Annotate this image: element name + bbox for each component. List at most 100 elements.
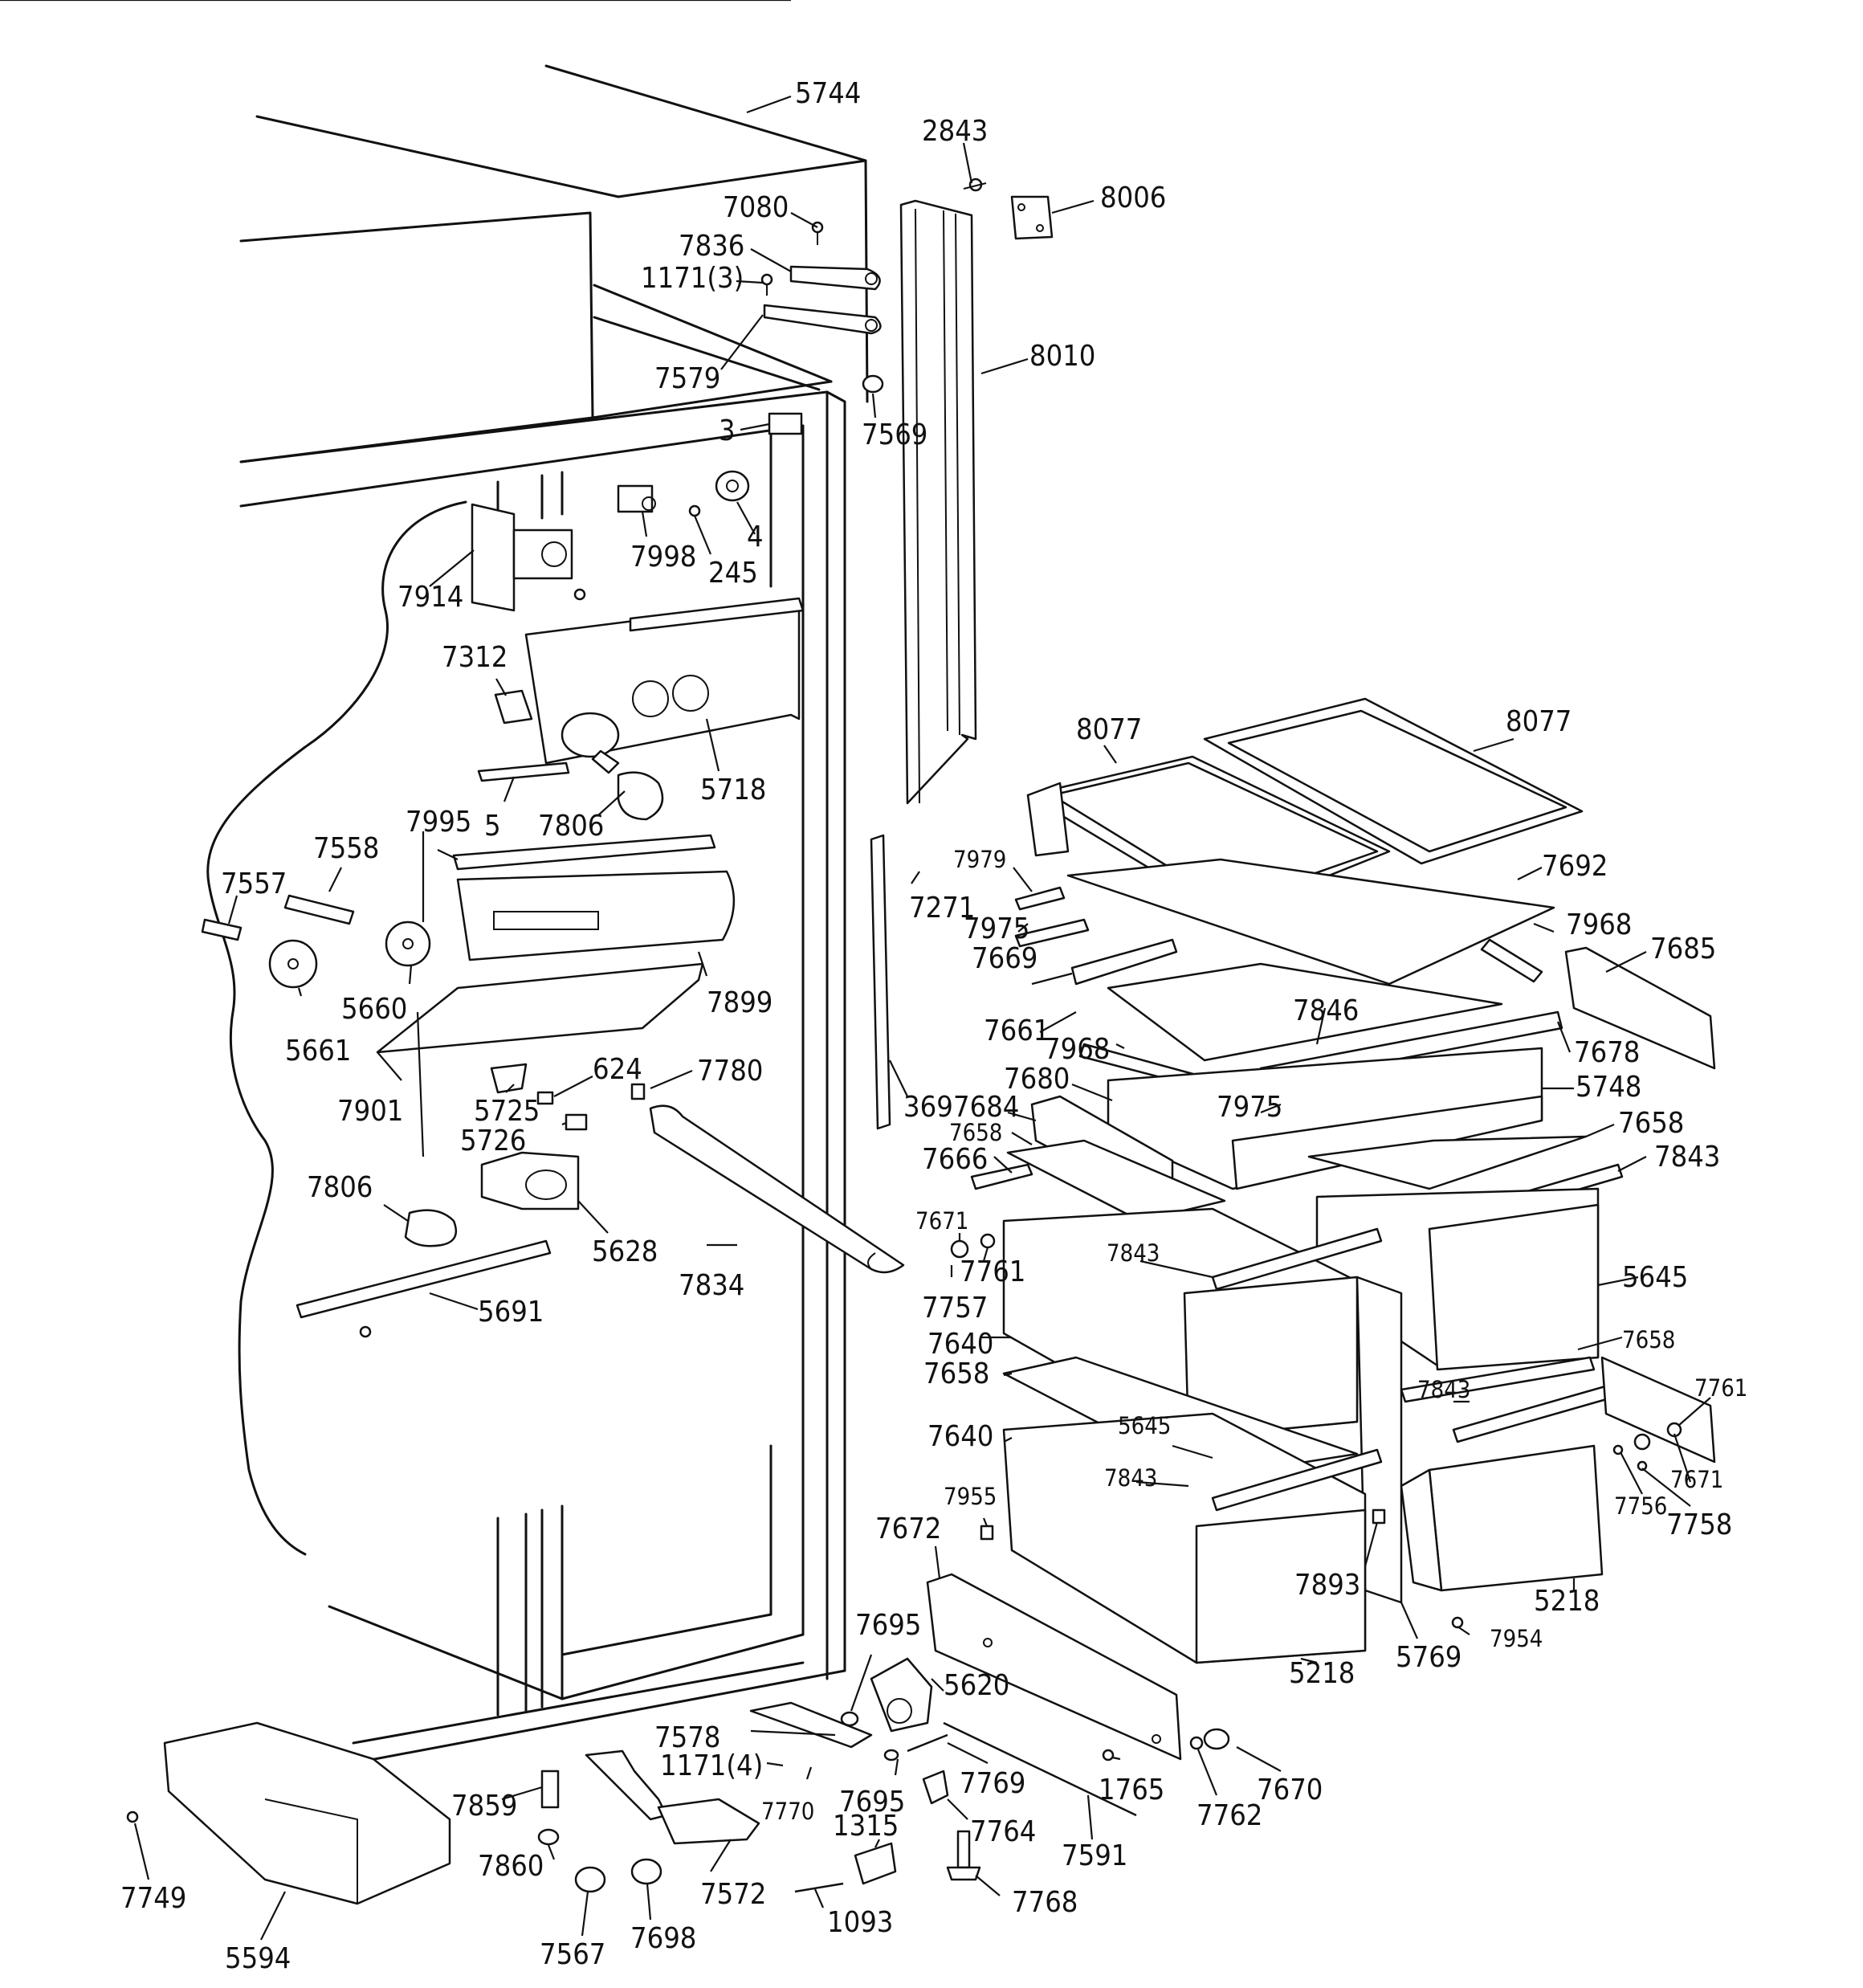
part-glass-7692 xyxy=(1066,858,1555,986)
part-label: 5628 xyxy=(592,1235,658,1268)
part-cover-7658-a xyxy=(1006,1139,1226,1223)
part-label: 7671 xyxy=(1670,1466,1723,1493)
part-label: 7578 xyxy=(654,1721,720,1754)
part-label: 5691 xyxy=(478,1296,544,1329)
part-glass-7658-right xyxy=(1400,1356,1596,1403)
part-thermostat-7998 xyxy=(617,484,656,513)
part-hinge-7572 xyxy=(657,1798,760,1845)
part-label: 7975 xyxy=(964,912,1029,945)
part-label: 7834 xyxy=(679,1269,744,1302)
part-label: 7975 xyxy=(1217,1091,1282,1124)
part-pin-7769 xyxy=(907,1733,948,1753)
part-label: 5660 xyxy=(341,993,407,1026)
part-strip-7995 xyxy=(452,834,716,871)
part-label: 7843 xyxy=(1654,1141,1720,1174)
part-label: 7762 xyxy=(1196,1799,1262,1832)
part-label: 624 xyxy=(593,1053,642,1086)
part-fasteners-7671 xyxy=(950,1233,1682,1472)
part-label: 7893 xyxy=(1294,1569,1360,1602)
part-label: 7579 xyxy=(654,362,720,395)
part-clip-7780 xyxy=(630,1083,646,1100)
part-labels: 5744 2843 8006 7080 7836 1171(3) 8010 75… xyxy=(120,77,1747,1975)
part-rail-7843-right xyxy=(1452,1380,1628,1443)
part-leveler-7768 xyxy=(946,1830,981,1881)
part-label: 7672 xyxy=(875,1512,941,1545)
part-label: 7658 xyxy=(1622,1326,1675,1353)
part-label: 7764 xyxy=(970,1815,1036,1848)
part-clip-7955 xyxy=(980,1525,994,1541)
part-label: 5218 xyxy=(1289,1657,1355,1690)
part-label: 7758 xyxy=(1666,1508,1732,1541)
part-rail-7666 xyxy=(970,1163,1033,1190)
part-trim-5 xyxy=(477,761,570,782)
part-knob-5660 xyxy=(385,921,431,967)
part-label: 5725 xyxy=(474,1095,540,1128)
part-label: 7768 xyxy=(1012,1886,1078,1919)
part-label: 7658 xyxy=(1618,1107,1684,1140)
part-label: 7658 xyxy=(949,1119,1002,1146)
part-label: 7756 xyxy=(1614,1492,1667,1520)
part-label: 5726 xyxy=(460,1125,526,1157)
part-label: 7685 xyxy=(1650,933,1716,965)
part-switch-3 xyxy=(768,412,803,435)
part-label: 7569 xyxy=(862,418,927,451)
part-rail-5691 xyxy=(296,1239,552,1338)
part-label: 7661 xyxy=(984,1014,1050,1047)
part-pan-7640-lower xyxy=(1002,1412,1367,1664)
part-label: 7757 xyxy=(922,1292,988,1325)
part-label: 5718 xyxy=(700,774,766,806)
part-label: 369 xyxy=(903,1091,953,1124)
part-label: 7749 xyxy=(120,1882,186,1915)
part-damper-4 xyxy=(715,470,750,502)
part-cap-7670 xyxy=(1203,1728,1230,1750)
part-rail-7968-right xyxy=(1480,938,1543,983)
part-rod-7557 xyxy=(201,918,243,941)
part-washer-7695 xyxy=(840,1711,899,1761)
part-rail-7672 xyxy=(926,1573,1182,1761)
part-label: 7836 xyxy=(679,230,744,263)
part-label: 1315 xyxy=(833,1810,899,1843)
part-label: 5645 xyxy=(1118,1412,1171,1439)
part-screw-1171-3 xyxy=(760,273,773,296)
part-label: 3 xyxy=(719,414,736,447)
part-label: 8077 xyxy=(1506,705,1572,738)
part-label: 7901 xyxy=(337,1095,403,1128)
part-nut-7698 xyxy=(630,1858,662,1885)
part-hinge-bracket-7836 xyxy=(789,265,881,291)
part-label: 7670 xyxy=(1257,1774,1323,1806)
part-label: 7640 xyxy=(927,1420,993,1453)
part-roller-1315 xyxy=(854,1842,897,1885)
part-cap-7762 xyxy=(1189,1736,1204,1750)
part-label: 7843 xyxy=(1417,1376,1470,1403)
part-rail-7843-low xyxy=(1211,1448,1383,1512)
part-socket-7806-lower xyxy=(404,1209,458,1247)
leaders xyxy=(133,95,1711,1941)
part-label: 7859 xyxy=(451,1790,517,1823)
part-fastener-7954 xyxy=(1451,1616,1464,1629)
part-label: 7684 xyxy=(953,1091,1019,1124)
part-label: 7692 xyxy=(1542,850,1608,883)
part-label: 7761 xyxy=(960,1255,1025,1288)
part-label: 7843 xyxy=(1107,1239,1160,1267)
part-label: 7695 xyxy=(855,1609,921,1642)
part-label: 7572 xyxy=(700,1878,766,1911)
part-label: 7955 xyxy=(944,1483,997,1510)
part-rail-7669 xyxy=(1070,938,1178,986)
part-label: 8077 xyxy=(1076,713,1142,746)
part-pin-7859 xyxy=(540,1770,560,1809)
part-label: 7312 xyxy=(442,641,508,674)
part-roller-5620 xyxy=(870,1657,933,1733)
part-knob-5661 xyxy=(268,939,318,989)
part-rod-7558 xyxy=(283,894,355,925)
part-label: 7567 xyxy=(540,1938,605,1971)
part-label: 7998 xyxy=(630,541,696,574)
part-label: 7640 xyxy=(927,1328,993,1361)
part-label: 7846 xyxy=(1293,994,1359,1027)
part-bracket-5725 xyxy=(490,1063,528,1094)
part-trim-8010 xyxy=(899,199,977,805)
part-label: 7698 xyxy=(630,1922,696,1955)
part-control-housing-7914 xyxy=(471,503,586,612)
part-lever xyxy=(585,1749,668,1821)
part-rail-7761-right xyxy=(1600,1356,1716,1463)
